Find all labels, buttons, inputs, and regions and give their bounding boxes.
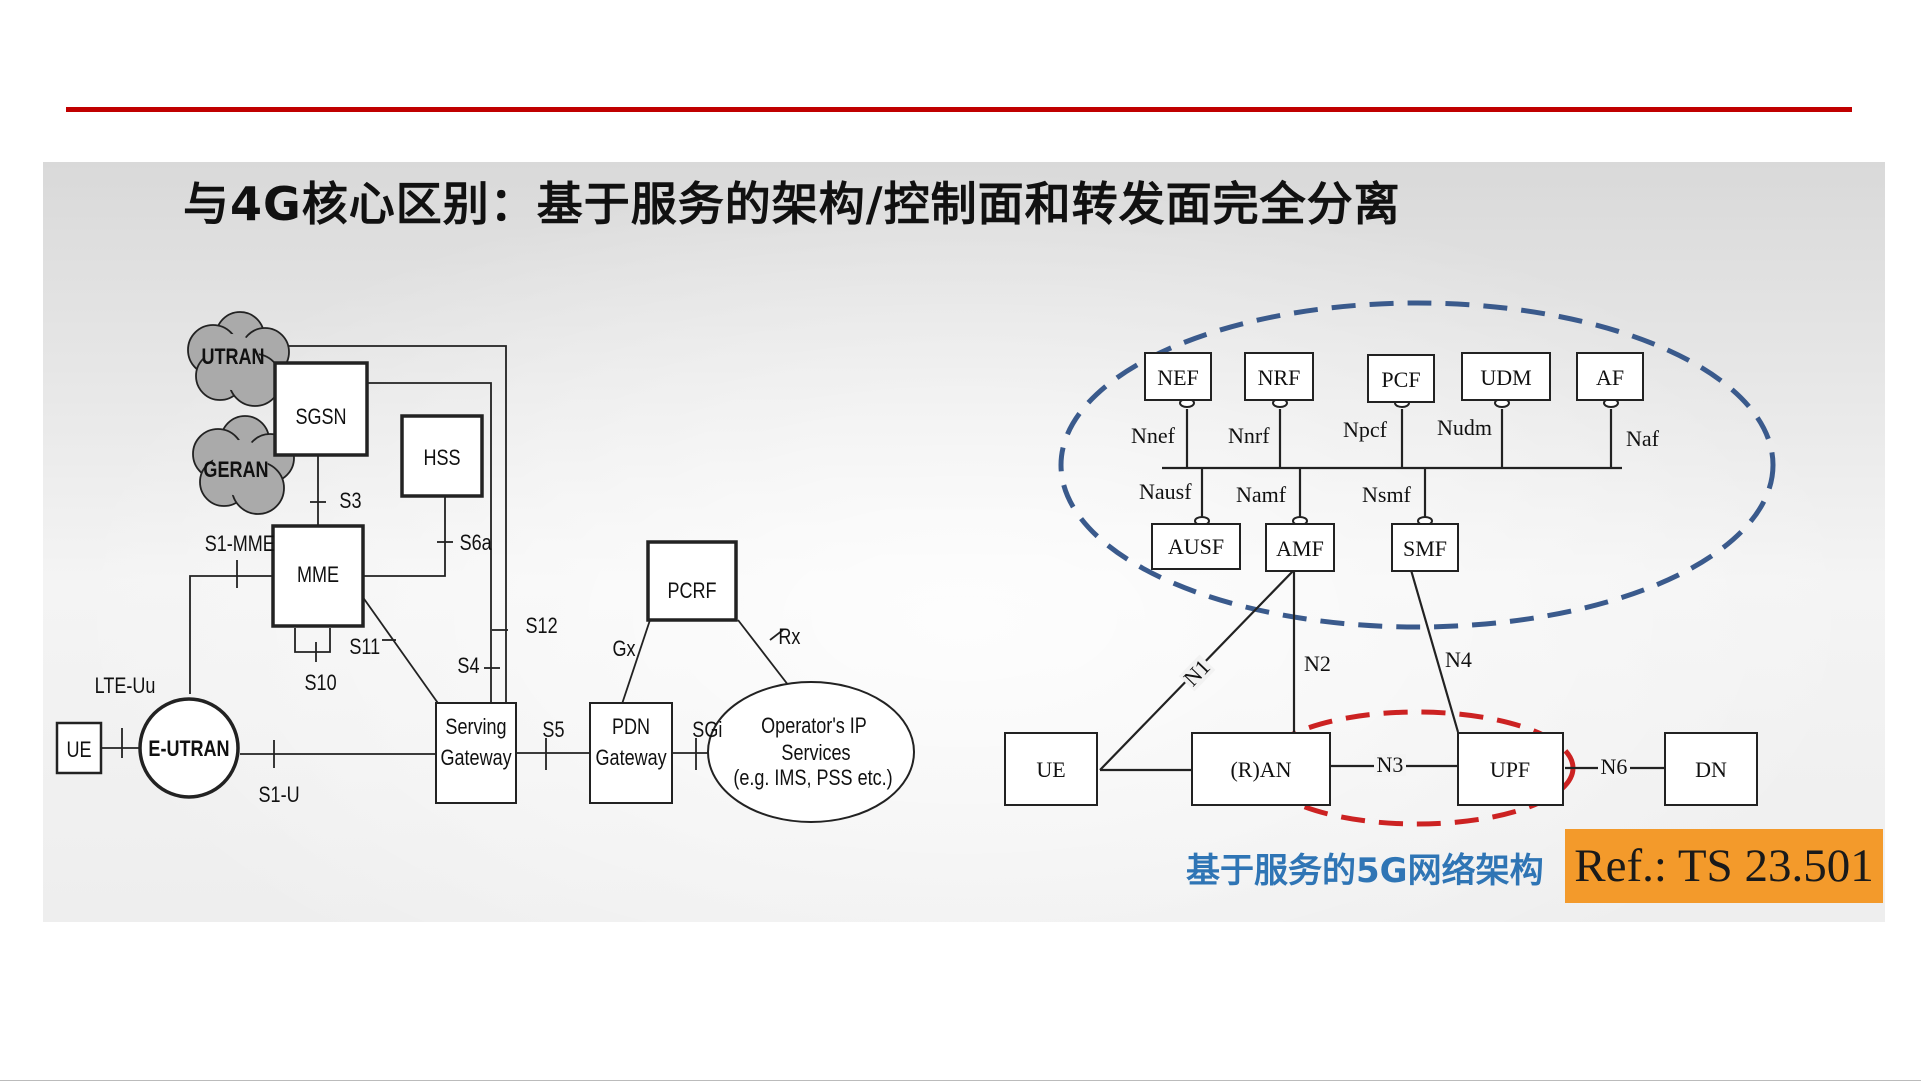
s1-u-label: S1-U (259, 783, 300, 807)
smf-label: SMF (1403, 536, 1447, 561)
sgw-label-1: Serving (445, 715, 506, 739)
ue-4g-label: UE (66, 738, 91, 762)
smf-box (1391, 523, 1459, 572)
s5-label: S5 (542, 718, 564, 742)
rx-label: Rx (778, 625, 800, 649)
udm-box (1461, 352, 1551, 401)
dn-label: DN (1695, 757, 1727, 782)
udm-label: UDM (1480, 365, 1531, 390)
nsmf-label: Nsmf (1362, 482, 1412, 507)
serving-gateway-box (435, 702, 517, 804)
gx-label: Gx (613, 637, 636, 661)
sba-caption: 基于服务的5G网络架构 (1186, 851, 1544, 891)
geran-cloud (192, 415, 295, 515)
s1-mme-label: S1-MME (205, 532, 275, 556)
mme-label: MME (297, 563, 339, 587)
nnrf-label: Nnrf (1228, 423, 1270, 448)
amf-box (1265, 523, 1335, 572)
s11-label: S11 (349, 635, 380, 659)
s4-label: S4 (457, 654, 479, 678)
header-rule (66, 107, 1852, 112)
s10-label: S10 (305, 671, 337, 695)
af-box (1576, 352, 1644, 401)
sgsn-label: SGSN (295, 405, 346, 429)
ran-box (1191, 732, 1331, 806)
nnef-label: Nnef (1131, 423, 1176, 448)
namf-label: Namf (1236, 482, 1287, 507)
s3-label: S3 (339, 489, 361, 513)
nrf-box (1244, 352, 1314, 401)
ran-label: (R)AN (1230, 757, 1291, 782)
operator-services-ellipse (707, 681, 915, 823)
utran-label: UTRAN (201, 345, 264, 369)
sgsn-box (273, 361, 369, 457)
reference-badge: Ref.: TS 23.501 (1565, 829, 1883, 903)
eutran-circle (138, 697, 240, 799)
pgw-label-2: Gateway (596, 746, 668, 770)
mme-box (271, 524, 365, 628)
nef-box (1144, 352, 1212, 401)
n6-label: N6 (1601, 754, 1628, 779)
nudm-label: Nudm (1437, 415, 1492, 440)
s12-label: S12 (526, 614, 558, 638)
lte-uu-label: LTE-Uu (95, 674, 156, 698)
epc-diagram (101, 345, 793, 770)
pcf-label: PCF (1381, 367, 1420, 392)
ausf-label: AUSF (1168, 534, 1224, 559)
upf-box (1457, 732, 1564, 806)
n1-label: N1 (1178, 654, 1215, 691)
ue-4g-box (55, 721, 103, 775)
n4-label: N4 (1445, 647, 1472, 672)
ue-5g-label: UE (1036, 757, 1065, 782)
pgw-label-1: PDN (612, 715, 650, 739)
slide-title: 与4G核心区别：基于服务的架构/控制面和转发面完全分离 (183, 177, 1401, 231)
control-plane-ellipse (1058, 300, 1776, 630)
sgi-label: SGi (692, 718, 722, 742)
n3-label: N3 (1377, 752, 1404, 777)
ue-5g-box (1004, 732, 1098, 806)
sgw-label-2: Gateway (441, 746, 513, 770)
nrf-label: NRF (1258, 365, 1301, 390)
naf-label: Naf (1626, 426, 1660, 451)
nef-label: NEF (1157, 365, 1199, 390)
eutran-label: E-UTRAN (148, 737, 229, 761)
pcf-box (1367, 354, 1435, 403)
nausf-label: Nausf (1139, 479, 1192, 504)
upf-label: UPF (1490, 757, 1530, 782)
amf-label: AMF (1276, 536, 1324, 561)
ausf-box (1151, 523, 1241, 570)
hss-label: HSS (423, 446, 460, 470)
ops-label-1: Operator's IP (761, 714, 867, 738)
dn-box (1664, 732, 1758, 806)
ops-label-2: Services (781, 741, 850, 765)
hss-box (400, 414, 484, 498)
pdn-gateway-box (589, 702, 673, 804)
ops-label-3: (e.g. IMS, PSS etc.) (733, 766, 892, 790)
content-panel (43, 162, 1885, 922)
npcf-label: Npcf (1343, 417, 1388, 442)
n2-label: N2 (1304, 651, 1331, 676)
af-label: AF (1596, 365, 1624, 390)
utran-cloud (187, 311, 290, 407)
pcrf-label: PCRF (667, 579, 716, 603)
pcrf-box (646, 540, 738, 622)
geran-label: GERAN (203, 458, 268, 482)
s6a-label: S6a (460, 531, 493, 555)
